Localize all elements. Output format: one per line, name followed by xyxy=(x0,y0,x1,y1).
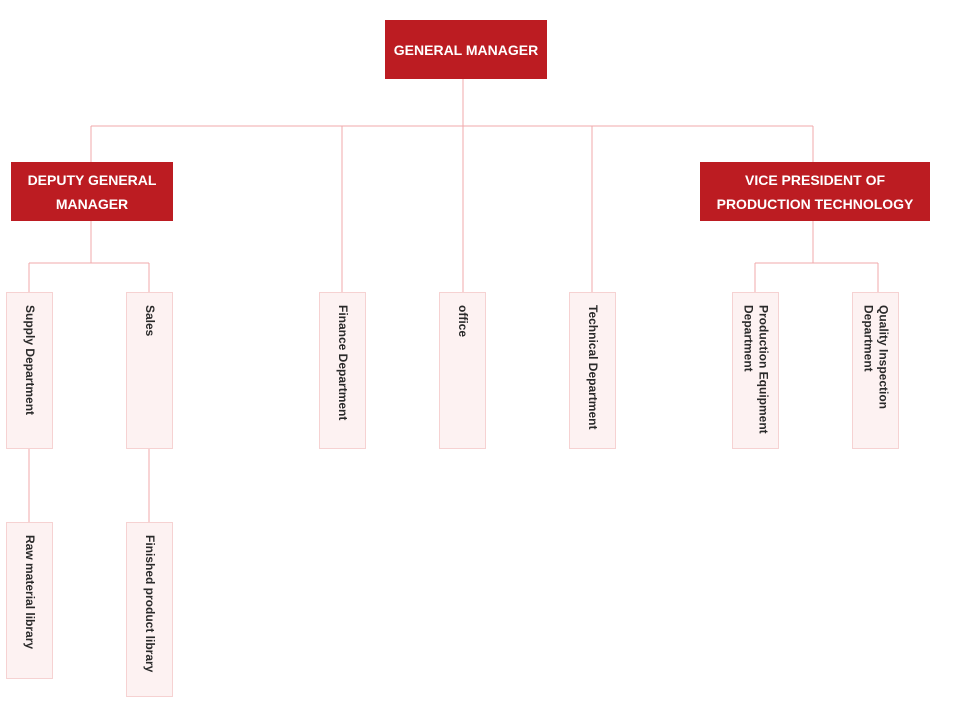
deputy-general-manager-label: DEPUTY GENERAL MANAGER xyxy=(27,171,157,212)
general-manager-node: GENERAL MANAGER xyxy=(385,20,547,79)
quality-inspection-department-node: Quality Inspection Department xyxy=(852,292,899,449)
finished-product-library-node: Finished product library xyxy=(126,522,173,697)
finance-department-label: Finance Department xyxy=(336,305,350,421)
vice-president-node: VICE PRESIDENT OF PRODUCTION TECHNOLOGY xyxy=(700,162,930,221)
finished-product-library-label: Finished product library xyxy=(143,535,157,673)
quality-inspection-department-label: Quality Inspection Department xyxy=(861,305,891,410)
sales-node: Sales xyxy=(126,292,173,449)
raw-material-library-label: Raw material library xyxy=(23,535,37,650)
raw-material-library-node: Raw material library xyxy=(6,522,53,679)
finance-department-node: Finance Department xyxy=(319,292,366,449)
office-node: office xyxy=(439,292,486,449)
deputy-general-manager-node: DEPUTY GENERAL MANAGER xyxy=(11,162,173,221)
production-equipment-department-label: Production Equipment Department xyxy=(741,305,771,434)
technical-department-node: Technical Department xyxy=(569,292,616,449)
technical-department-label: Technical Department xyxy=(586,305,600,430)
general-manager-label: GENERAL MANAGER xyxy=(393,41,539,58)
sales-label: Sales xyxy=(143,305,157,337)
vice-president-label: VICE PRESIDENT OF PRODUCTION TECHNOLOGY xyxy=(716,171,914,212)
office-label: office xyxy=(456,305,470,338)
supply-department-label: Supply Department xyxy=(23,305,37,416)
supply-department-node: Supply Department xyxy=(6,292,53,449)
production-equipment-department-node: Production Equipment Department xyxy=(732,292,779,449)
